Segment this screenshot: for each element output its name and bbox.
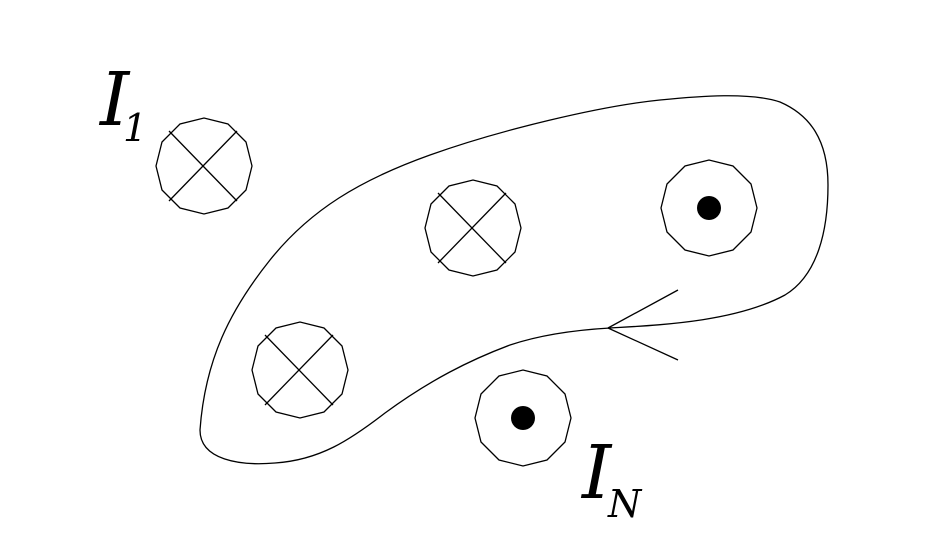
wire-into-page-1	[155, 117, 253, 215]
amperian-loop	[199, 95, 829, 465]
wire-out-of-page-N	[474, 369, 572, 467]
svg-text:1: 1	[123, 106, 147, 150]
wire-into-page-2	[424, 179, 522, 277]
label-current-1: I 1	[98, 57, 147, 150]
wire-into-page-4	[251, 321, 349, 419]
wire-out-of-page-3	[660, 159, 758, 257]
label-current-N: I N	[580, 430, 643, 526]
svg-text:I: I	[98, 57, 131, 143]
loop-direction-arrow	[607, 289, 679, 361]
svg-text:I: I	[580, 430, 613, 516]
svg-text:N: N	[607, 482, 643, 526]
